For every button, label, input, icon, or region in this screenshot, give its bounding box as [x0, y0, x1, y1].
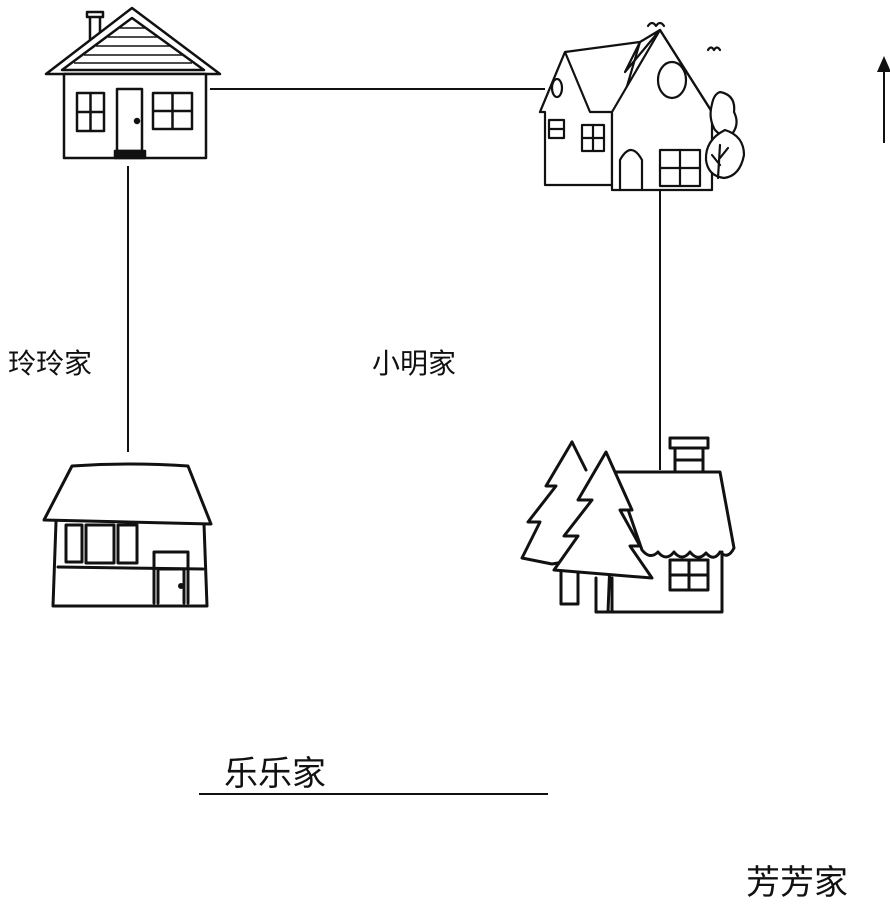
hand-drawn-house-icon — [42, 462, 213, 608]
label-xiaoming-home: 小明家 — [372, 347, 457, 380]
label-linling-home: 玲玲家 — [8, 347, 93, 380]
label-lele-home: 乐乐家 — [224, 754, 326, 794]
answer-underline — [199, 793, 548, 795]
gabled-house-icon — [44, 6, 222, 160]
snowy-cabin-with-pine-trees-icon — [520, 436, 736, 614]
label-fangfang-home: 芳芳家 — [746, 863, 848, 903]
cottage-with-tree-icon — [538, 21, 746, 192]
north-arrow-icon — [877, 56, 890, 143]
